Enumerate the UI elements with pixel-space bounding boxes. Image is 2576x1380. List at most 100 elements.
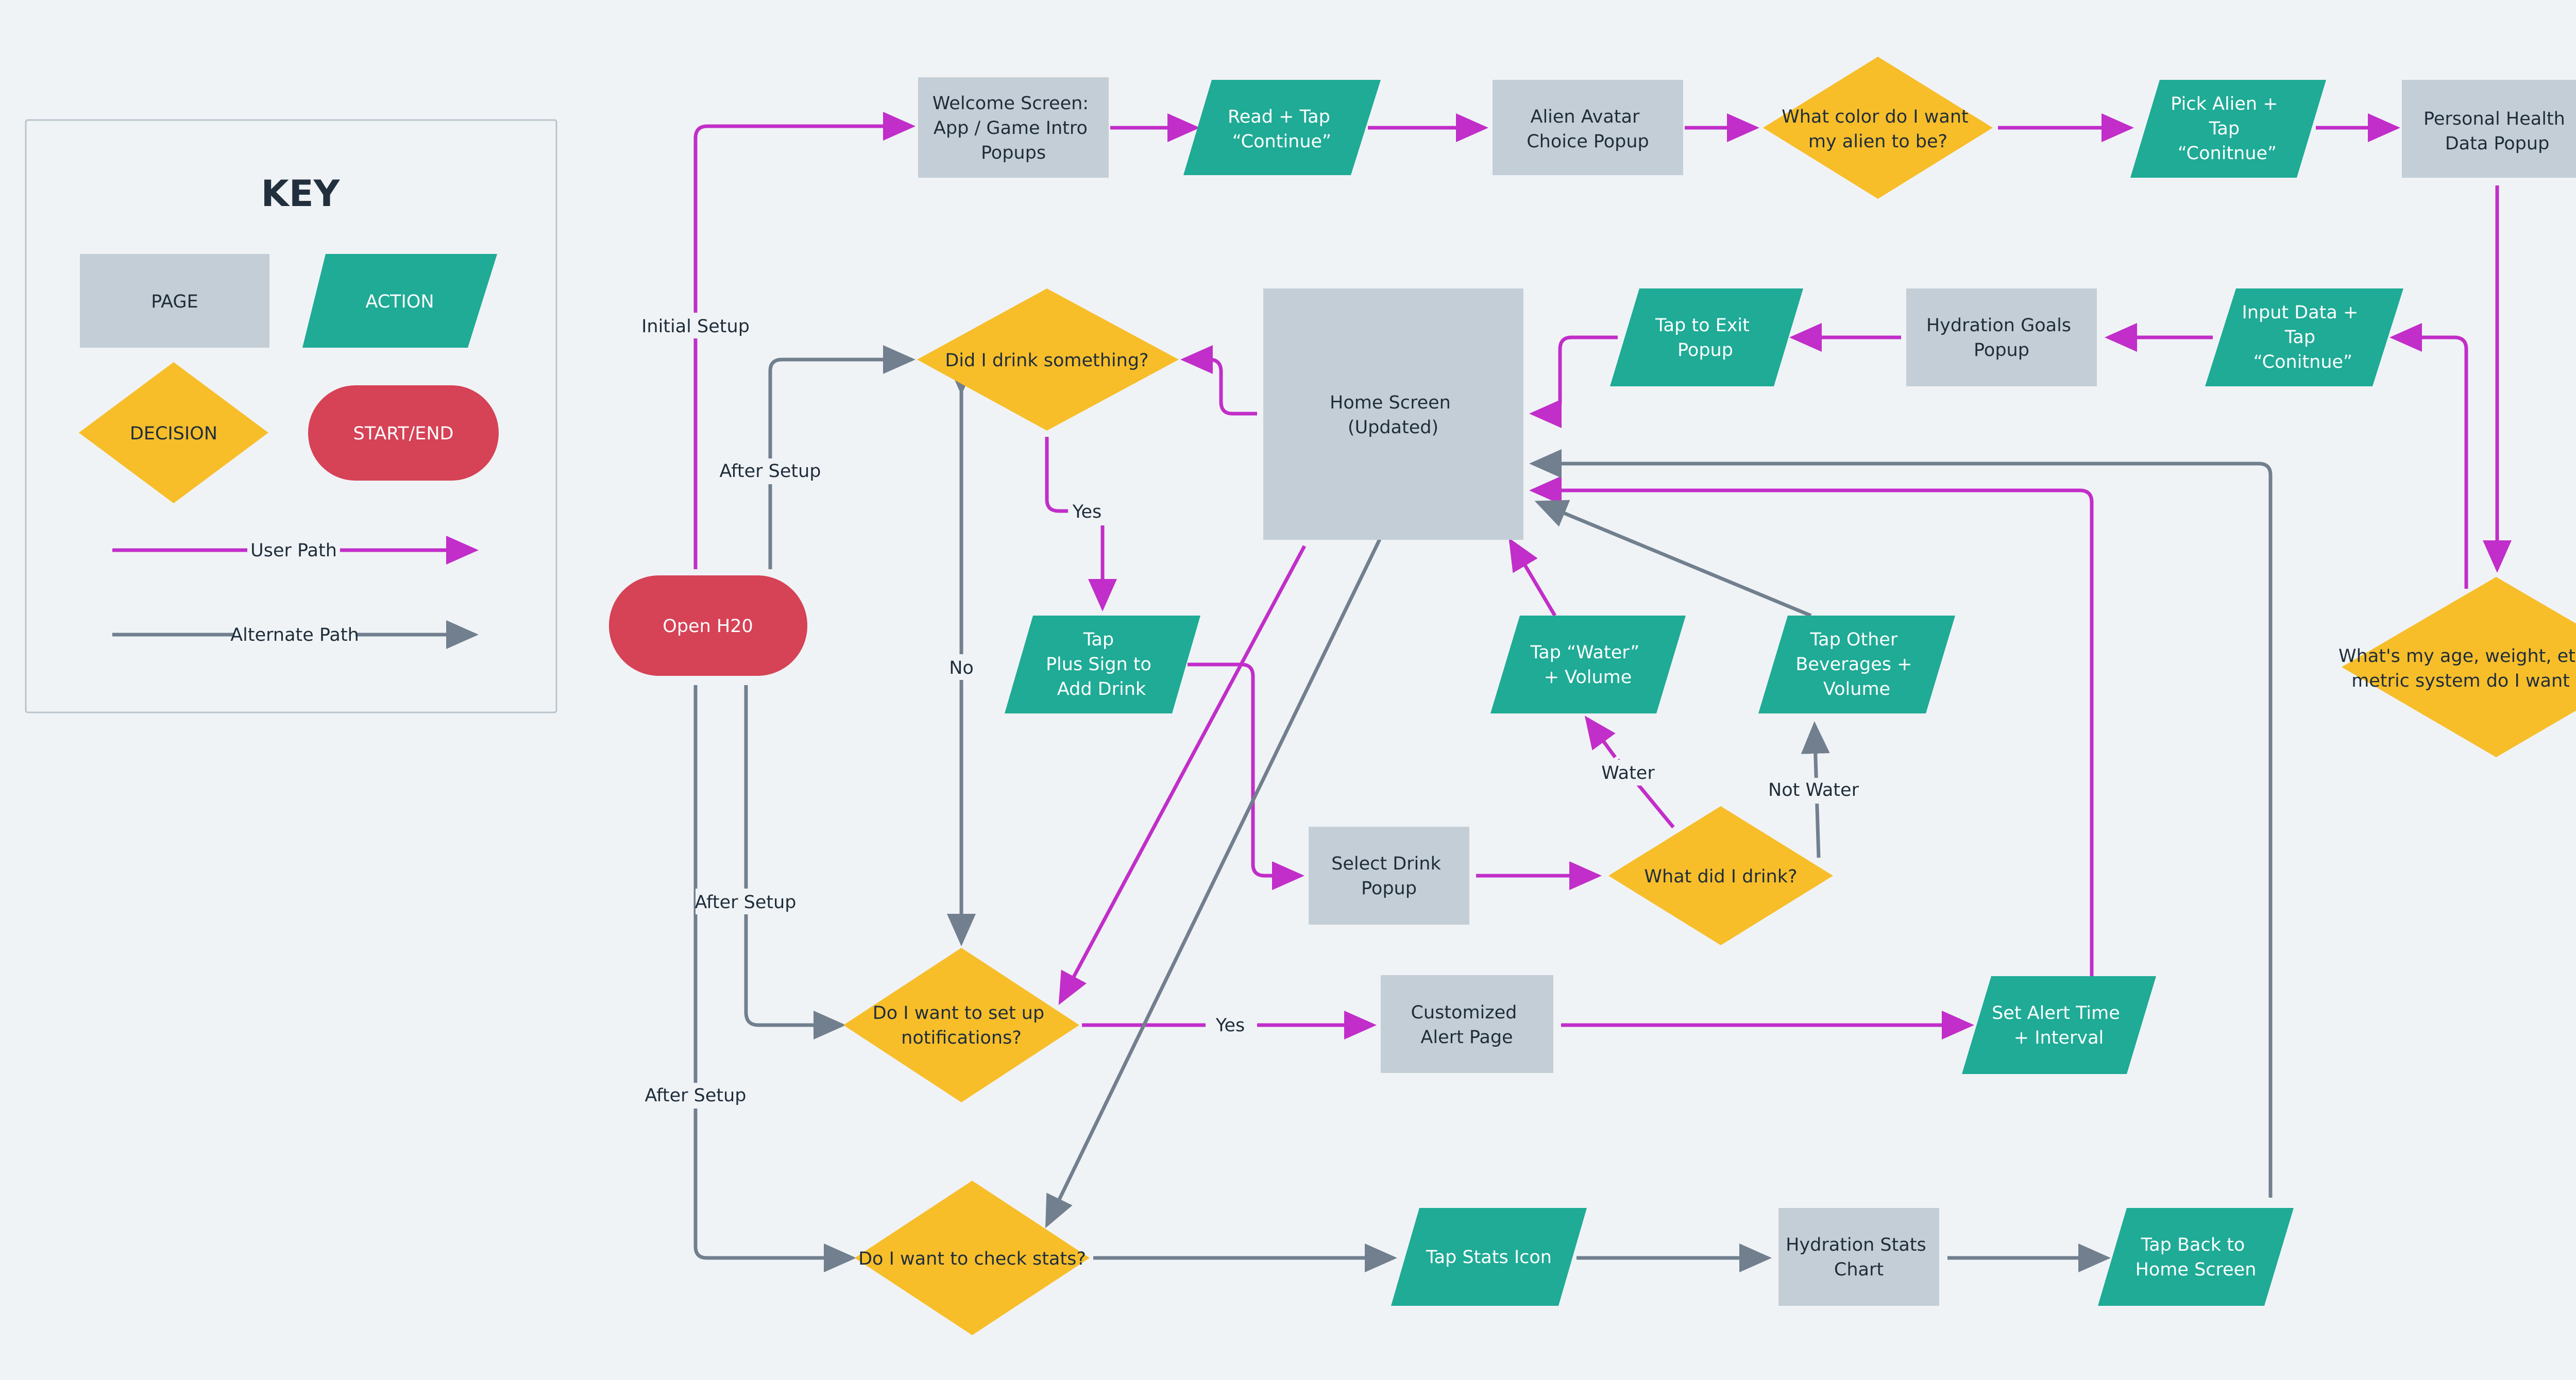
node-what-did-i-drink: What did I drink? (1608, 806, 1833, 945)
node-pick-alien: Pick Alien + Tap “Conitnue” (2130, 80, 2326, 178)
svg-text:Open H20: Open H20 (663, 616, 753, 637)
node-open-h20-line-1: Open H20 (663, 616, 753, 637)
node-tap-back-line-2: Home Screen (2136, 1259, 2257, 1280)
node-tap-water: Tap “Water” + Volume (1490, 616, 1686, 713)
node-read-tap-continue: Read + Tap “Continue” (1183, 80, 1381, 175)
svg-text:Customized Alert Page: Customized Alert Page (1411, 1002, 1522, 1048)
svg-text:Set Alert Time + Interva: Set Alert Time + Interval (1992, 1003, 2126, 1048)
edge-label-not-water: Not Water (1768, 780, 1859, 800)
edge-home-to-stats-decision (1045, 538, 1382, 1229)
node-tap-water-line-1: Tap “Water” (1530, 642, 1640, 663)
svg-text:Hydration Goals Popup: Hydration Goals Popup (1926, 315, 2077, 361)
node-customized-alert-page: Customized Alert Page (1381, 975, 1553, 1073)
legend-title: KEY (261, 173, 341, 215)
svg-text:Personal Health Data Pop: Personal Health Data Popup (2424, 109, 2571, 154)
edge-drink-yes-top (1045, 437, 1074, 513)
edge-label-after-setup-2: After Setup (694, 892, 796, 913)
legend-user-path-label: User Path (250, 540, 337, 561)
legend-key: KEY PAGE ACTION DECISION START/END User … (25, 119, 557, 713)
legend-action-swatch: ACTION (302, 254, 497, 348)
node-set-alert-line-1: Set Alert Time (1992, 1003, 2120, 1024)
node-hydration-stats-line-2: Chart (1834, 1259, 1884, 1280)
legend-start-end-swatch: START/END (308, 385, 499, 481)
edge-open-to-notif (744, 685, 846, 1040)
node-tap-plus-line-1: Tap (1083, 629, 1114, 650)
node-notif-decision-line-1: Do I want to set up (873, 1003, 1044, 1024)
svg-text:Welcome Screen: App / Ga: Welcome Screen: App / Game Intro Popups (933, 93, 1095, 163)
node-stats-decision-line-1: Do I want to check stats? (858, 1249, 1086, 1269)
edges (693, 112, 2512, 1272)
node-input-data: Input Data + Tap “Conitnue” (2205, 288, 2403, 386)
node-tap-stats-line-1: Tap Stats Icon (1426, 1247, 1552, 1268)
legend-start-end-label: START/END (353, 423, 453, 444)
node-hydration-goals-line-1: Hydration Goals (1926, 315, 2071, 336)
node-home-screen-line-1: Home Screen (1330, 393, 1451, 413)
svg-text:Read + Tap “Continue”: Read + Tap “Continue” (1228, 107, 1336, 152)
node-alien-avatar-line-2: Choice Popup (1527, 131, 1649, 152)
node-color-decision-line-1: What color do I want (1782, 107, 1969, 127)
node-drink-decision-line-1: Did I drink something? (945, 350, 1148, 371)
legend-alternate-path-label: Alternate Path (230, 625, 359, 645)
edge-age-to-input (2389, 323, 2468, 589)
node-welcome-line-3: Popups (981, 143, 1046, 163)
node-welcome-line-1: Welcome Screen: (933, 93, 1089, 114)
node-tap-other-line-3: Volume (1823, 679, 1890, 700)
node-custom-alert-line-1: Customized (1411, 1002, 1517, 1023)
edge-exit-to-home (1529, 335, 1618, 428)
node-personal-health-popup: Personal Health Data Popup (2402, 80, 2576, 178)
svg-text:Pick Alien + Tap “: Pick Alien + Tap “Conitnue” (2171, 94, 2283, 164)
svg-text:Tap Plus Sign to A: Tap Plus Sign to Add Drink (1046, 629, 1157, 700)
svg-text:What color do I want my: What color do I want my alien to be? (1782, 107, 1974, 152)
svg-text:Tap “Water” + Volume: Tap “Water” + Volume (1530, 642, 1646, 688)
node-input-data-line-3: “Conitnue” (2253, 352, 2352, 372)
node-age-decision-line-2: metric system do I want to use? (2351, 671, 2576, 691)
node-home-screen: Home Screen (Updated) (1263, 288, 1523, 540)
edge-plus-to-select (1188, 662, 1304, 890)
node-hydration-stats-line-1: Hydration Stats (1786, 1235, 1926, 1255)
legend-decision-label: DECISION (130, 423, 217, 444)
edge-what-to-water (1584, 715, 1617, 759)
edge-label-water: Water (1601, 763, 1655, 783)
node-tap-plus-sign: Tap Plus Sign to Add Drink (1005, 616, 1200, 713)
node-personal-health-line-2: Data Popup (2445, 133, 2550, 154)
edge-tap-back-to-home (1529, 449, 2273, 1198)
svg-text:Select Drink Popup: Select Drink Popup (1331, 854, 1447, 899)
edge-open-to-welcome (693, 112, 916, 569)
edge-water-to-home (1509, 537, 1557, 617)
edge-label-yes-drink: Yes (1072, 502, 1102, 522)
node-tap-exit-popup: Tap to Exit Popup (1610, 288, 1803, 386)
node-select-drink-line-1: Select Drink (1331, 854, 1441, 874)
node-custom-alert-line-2: Alert Page (1420, 1027, 1513, 1048)
legend-action-label: ACTION (365, 292, 434, 312)
svg-text:Do I want to check stats?: Do I want to check stats? (858, 1249, 1086, 1269)
node-personal-health-line-1: Personal Health (2424, 109, 2565, 129)
svg-text:Alien Avatar Choice Popu: Alien Avatar Choice Popup (1527, 107, 1649, 152)
node-pick-alien-line-2: Tap (2209, 118, 2240, 139)
legend-decision-swatch: DECISION (79, 362, 268, 503)
node-tap-back-home: Tap Back to Home Screen (2098, 1208, 2294, 1306)
svg-text:Did I drink something?: Did I drink something? (945, 350, 1148, 371)
node-color-decision-line-2: my alien to be? (1808, 131, 1947, 152)
svg-text:Tap Stats Icon: Tap Stats Icon (1426, 1247, 1552, 1268)
svg-text:Home Screen (Updated): Home Screen (Updated) (1330, 393, 1456, 438)
node-welcome-screen: Welcome Screen: App / Game Intro Popups (918, 77, 1109, 178)
edge-label-no-drink: No (949, 658, 974, 678)
node-stats-decision: Do I want to check stats? (855, 1181, 1090, 1335)
node-pick-alien-line-3: “Conitnue” (2178, 143, 2277, 164)
node-set-alert-time: Set Alert Time + Interval (1962, 976, 2156, 1074)
svg-text:Do I want to set up noti: Do I want to set up notifications? (873, 1003, 1050, 1048)
edge-label-after-setup-1: After Setup (719, 461, 821, 482)
node-tap-plus-line-2: Plus Sign to (1046, 654, 1151, 675)
node-what-drink-line-1: What did I drink? (1644, 866, 1797, 887)
node-tap-exit-line-1: Tap to Exit (1655, 315, 1750, 336)
node-select-drink-popup: Select Drink Popup (1309, 827, 1469, 925)
node-select-drink-line-2: Popup (1361, 878, 1417, 899)
node-tap-other-line-1: Tap Other (1810, 629, 1898, 650)
node-notif-decision-line-2: notifications? (901, 1028, 1022, 1048)
node-age-weight-decision: What's my age, weight, etc? What metric … (2338, 577, 2576, 757)
node-input-data-line-2: Tap (2284, 327, 2315, 348)
edge-label-after-setup-3: After Setup (645, 1085, 746, 1106)
node-open-h20: Open H20 (609, 575, 807, 676)
edge-open-to-drink-decision (768, 345, 916, 569)
